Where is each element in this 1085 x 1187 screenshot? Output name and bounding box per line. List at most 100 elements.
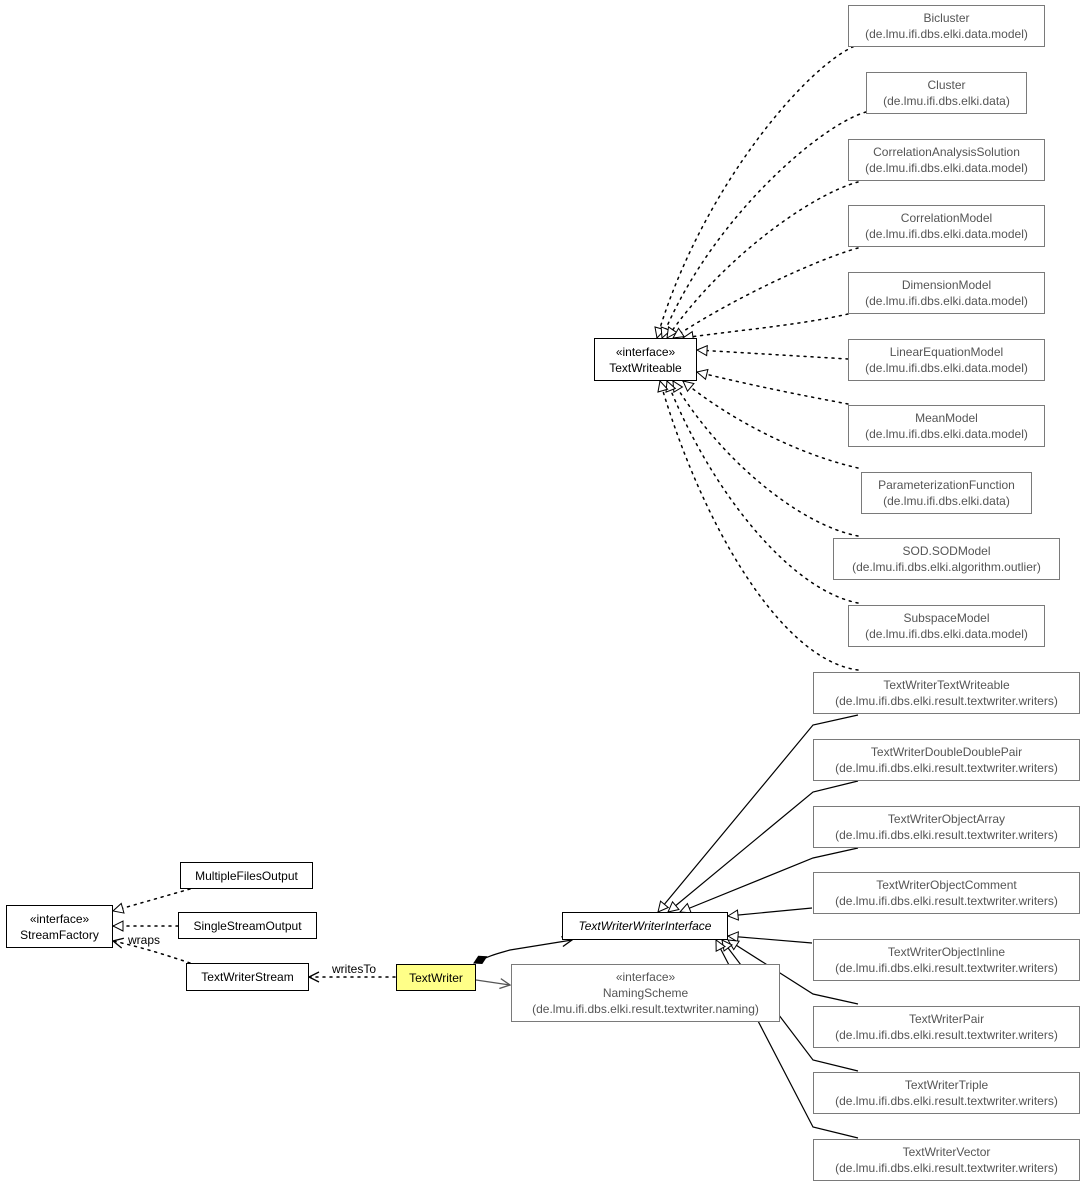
class-name: CorrelationModel	[900, 211, 993, 225]
class-name: SubspaceModel	[903, 611, 990, 625]
edge-dimensionmodel-realizes-textwriteable	[683, 313, 849, 338]
class-name: ParameterizationFunction	[878, 478, 1015, 492]
class-name: LinearEquationModel	[889, 345, 1004, 359]
package-name: (de.lmu.ifi.dbs.elki.data.model)	[865, 227, 1028, 241]
writesto-label: writesTo	[332, 962, 377, 976]
class-textwritertriple[interactable]: TextWriterTriple (de.lmu.ifi.dbs.elki.re…	[813, 1072, 1080, 1114]
package-name: (de.lmu.ifi.dbs.elki.result.textwriter.n…	[532, 1002, 759, 1016]
package-name: (de.lmu.ifi.dbs.elki.data.model)	[865, 27, 1028, 41]
package-name: (de.lmu.ifi.dbs.elki.result.textwriter.w…	[835, 894, 1058, 908]
class-dimensionmodel[interactable]: DimensionModel (de.lmu.ifi.dbs.elki.data…	[848, 272, 1045, 314]
package-name: (de.lmu.ifi.dbs.elki.result.textwriter.w…	[835, 961, 1058, 975]
class-correlationanalysissolution[interactable]: CorrelationAnalysisSolution (de.lmu.ifi.…	[848, 139, 1045, 181]
class-multiplefilesoutput[interactable]: MultipleFilesOutput	[180, 862, 313, 889]
edge-linearequationmodel-realizes-textwriteable	[697, 350, 849, 360]
class-meanmodel[interactable]: MeanModel (de.lmu.ifi.dbs.elki.data.mode…	[848, 405, 1045, 447]
edge-textwriterobjectcomment-extends-interface	[728, 907, 813, 916]
class-correlationmodel[interactable]: CorrelationModel (de.lmu.ifi.dbs.elki.da…	[848, 205, 1045, 247]
edge-textwriterpair-extends-interface	[728, 940, 859, 1005]
package-name: (de.lmu.ifi.dbs.elki.data.model)	[865, 427, 1028, 441]
class-subspacemodel[interactable]: SubspaceModel (de.lmu.ifi.dbs.elki.data.…	[848, 605, 1045, 647]
wraps-label: wraps	[128, 933, 161, 947]
class-textwritervector[interactable]: TextWriterVector (de.lmu.ifi.dbs.elki.re…	[813, 1139, 1080, 1181]
class-textwriterobjectcomment[interactable]: TextWriterObjectComment (de.lmu.ifi.dbs.…	[813, 872, 1080, 914]
edge-textwriterobjectinline-extends-interface	[728, 936, 813, 944]
class-name: TextWriterTriple	[904, 1078, 989, 1092]
class-name: TextWriterPair	[908, 1012, 985, 1026]
class-name: TextWriterWriterInterface	[578, 919, 712, 933]
class-name: TextWriterDoubleDoublePair	[870, 745, 1023, 759]
stereotype-label: «interface»	[29, 911, 90, 926]
edge-textwriterstream-wraps-streamfactory	[113, 941, 191, 964]
package-name: (de.lmu.ifi.dbs.elki.data)	[883, 494, 1010, 508]
class-textwriterobjectarray[interactable]: TextWriterObjectArray (de.lmu.ifi.dbs.el…	[813, 806, 1080, 848]
stereotype-label: «interface»	[615, 344, 676, 359]
streamfactory-edges	[113, 888, 191, 926]
class-namingscheme[interactable]: «interface» NamingScheme (de.lmu.ifi.dbs…	[511, 964, 780, 1022]
edge-textwritertextwriteable-extends-interface	[658, 714, 859, 912]
edge-multiplefilesoutput-realizes-streamfactory	[113, 888, 191, 911]
class-textwriterwriterinterface[interactable]: TextWriterWriterInterface	[562, 912, 728, 940]
package-name: (de.lmu.ifi.dbs.elki.result.textwriter.w…	[835, 694, 1058, 708]
package-name: (de.lmu.ifi.dbs.elki.result.textwriter.w…	[835, 1161, 1058, 1175]
class-name: TextWriterStream	[201, 970, 294, 984]
edge-bicluster-realizes-textwriteable	[657, 43, 861, 338]
realization-edges	[657, 43, 867, 671]
class-sodmodel[interactable]: SOD.SODModel (de.lmu.ifi.dbs.elki.algori…	[833, 538, 1060, 580]
class-name: CorrelationAnalysisSolution	[873, 145, 1020, 159]
edge-parameterizationfunction-realizes-textwriteable	[683, 380, 859, 469]
package-name: (de.lmu.ifi.dbs.elki.data.model)	[865, 161, 1028, 175]
class-name: Bicluster	[923, 11, 970, 25]
class-name: TextWriterVector	[902, 1145, 991, 1159]
class-name: NamingScheme	[602, 986, 689, 1000]
class-name: Cluster	[927, 78, 966, 92]
edge-subspacemodel-realizes-textwriteable	[667, 381, 859, 604]
edge-textwriter-composes-writerinterface	[474, 940, 572, 963]
class-linearequationmodel[interactable]: LinearEquationModel (de.lmu.ifi.dbs.elki…	[848, 339, 1045, 381]
package-name: (de.lmu.ifi.dbs.elki.data.model)	[865, 294, 1028, 308]
class-textwriterpair[interactable]: TextWriterPair (de.lmu.ifi.dbs.elki.resu…	[813, 1006, 1080, 1048]
class-textwritertextwriteable[interactable]: TextWriterTextWriteable (de.lmu.ifi.dbs.…	[813, 672, 1080, 714]
edge-correlationmodel-realizes-textwriteable	[673, 247, 859, 339]
package-name: (de.lmu.ifi.dbs.elki.result.textwriter.w…	[835, 828, 1058, 842]
class-cluster[interactable]: Cluster (de.lmu.ifi.dbs.elki.data)	[866, 72, 1027, 114]
class-name: TextWriterObjectInline	[887, 945, 1006, 959]
class-textwriter[interactable]: TextWriter	[396, 964, 476, 991]
class-singlestreamoutput[interactable]: SingleStreamOutput	[178, 912, 317, 939]
dependency-edges	[113, 941, 396, 977]
package-name: (de.lmu.ifi.dbs.elki.result.textwriter.w…	[835, 1094, 1058, 1108]
class-name: MeanModel	[915, 411, 978, 425]
class-textwriterobjectinline[interactable]: TextWriterObjectInline (de.lmu.ifi.dbs.e…	[813, 939, 1080, 981]
package-name: (de.lmu.ifi.dbs.elki.result.textwriter.w…	[835, 761, 1058, 775]
class-name: SOD.SODModel	[902, 544, 991, 558]
package-name: (de.lmu.ifi.dbs.elki.result.textwriter.w…	[835, 1028, 1058, 1042]
class-textwriterstream[interactable]: TextWriterStream	[186, 963, 309, 991]
edge-textwriterobjectarray-extends-interface	[680, 847, 859, 912]
class-bicluster[interactable]: Bicluster (de.lmu.ifi.dbs.elki.data.mode…	[848, 5, 1045, 47]
class-name: StreamFactory	[20, 927, 99, 942]
edge-textwritertextwriteable-realizes-textwriteable	[660, 381, 859, 671]
edge-meanmodel-realizes-textwriteable	[697, 372, 849, 405]
generalization-edges	[658, 714, 859, 1139]
class-textwriteable[interactable]: «interface» TextWriteable	[594, 338, 697, 381]
class-textwriterdoubledoublepair[interactable]: TextWriterDoubleDoublePair (de.lmu.ifi.d…	[813, 739, 1080, 781]
class-parameterizationfunction[interactable]: ParameterizationFunction (de.lmu.ifi.dbs…	[861, 472, 1032, 514]
class-name: MultipleFilesOutput	[195, 868, 298, 883]
class-name: SingleStreamOutput	[193, 918, 302, 933]
class-streamfactory[interactable]: «interface» StreamFactory	[6, 905, 113, 948]
class-name: TextWriterObjectComment	[876, 878, 1017, 892]
edge-textwriterdoubledoublepair-extends-interface	[668, 780, 859, 912]
package-name: (de.lmu.ifi.dbs.elki.algorithm.outlier)	[852, 560, 1041, 574]
class-name: TextWriter	[409, 970, 463, 985]
edge-textwriter-uses-namingscheme	[475, 980, 510, 985]
edge-sodmodel-realizes-textwriteable	[672, 381, 859, 537]
edge-correlationanalysissolution-realizes-textwriteable	[666, 181, 859, 338]
package-name: (de.lmu.ifi.dbs.elki.data.model)	[865, 361, 1028, 375]
edge-cluster-realizes-textwriteable	[662, 111, 867, 338]
class-name: DimensionModel	[901, 278, 992, 292]
stereotype-label: «interface»	[615, 970, 676, 984]
package-name: (de.lmu.ifi.dbs.elki.data)	[883, 94, 1010, 108]
class-name: TextWriterObjectArray	[887, 812, 1006, 826]
